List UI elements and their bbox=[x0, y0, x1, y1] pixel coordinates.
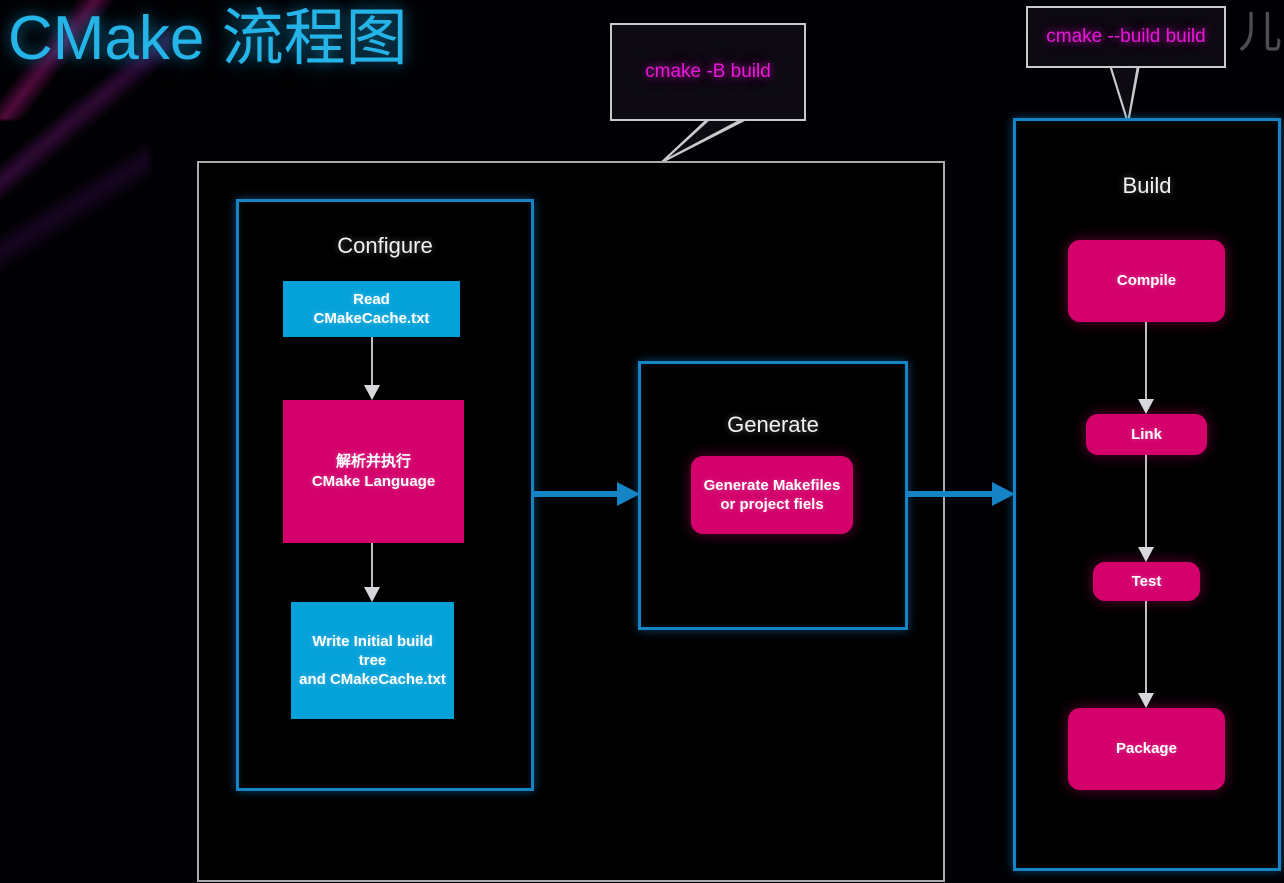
stage-title-configure: Configure bbox=[337, 233, 433, 258]
callout-cmake-build[interactable]: cmake --build build bbox=[1026, 6, 1226, 68]
callout-cmake-configure[interactable]: cmake -B build bbox=[610, 23, 806, 121]
node-compile[interactable]: Compile bbox=[1068, 240, 1225, 322]
callout-configure-text: cmake -B build bbox=[645, 61, 771, 82]
page-title: CMake 流程图 bbox=[8, 4, 408, 73]
edge-partial-glyph: 儿 bbox=[1238, 8, 1282, 57]
callout-build-text: cmake --build build bbox=[1046, 26, 1206, 47]
node-test[interactable]: Test bbox=[1093, 562, 1200, 601]
stage-title-build: Build bbox=[1122, 173, 1172, 198]
stage-title-generate: Generate bbox=[727, 412, 819, 437]
node-link[interactable]: Link bbox=[1086, 414, 1207, 455]
node-package[interactable]: Package bbox=[1068, 708, 1225, 790]
